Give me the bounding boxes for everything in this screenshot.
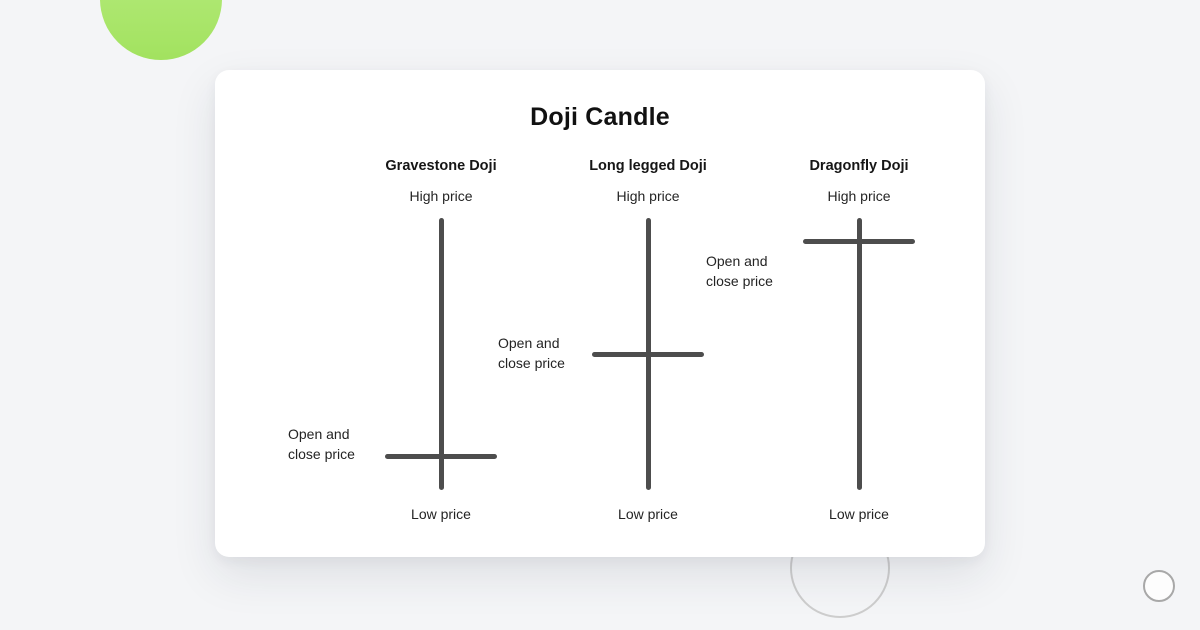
doji-card: Doji Candle Gravestone Doji High price O…: [215, 70, 985, 557]
outline-circle-small: [1143, 570, 1175, 602]
candle-title: Long legged Doji: [589, 158, 707, 174]
open-close-label-line1: Open and: [706, 253, 768, 269]
open-close-bar: [803, 239, 915, 244]
high-price-label: High price: [409, 188, 473, 204]
candle-title: Gravestone Doji: [385, 158, 497, 174]
low-price-label: Low price: [829, 506, 889, 522]
open-close-label-line1: Open and: [498, 335, 560, 351]
open-close-label: Open and close price: [288, 424, 355, 464]
candle-wick: [856, 218, 862, 490]
high-price-label: High price: [827, 188, 891, 204]
open-close-label: Open and close price: [706, 251, 773, 291]
open-close-label-line1: Open and: [288, 426, 350, 442]
high-price-label: High price: [616, 188, 680, 204]
low-price-label: Low price: [411, 506, 471, 522]
open-close-label-line2: close price: [288, 446, 355, 462]
candle-wick: [438, 218, 444, 490]
open-close-label: Open and close price: [498, 333, 565, 373]
open-close-label-line2: close price: [706, 273, 773, 289]
page-title: Doji Candle: [530, 103, 670, 131]
candle-title: Dragonfly Doji: [809, 158, 909, 174]
low-price-label: Low price: [618, 506, 678, 522]
open-close-bar: [592, 352, 704, 357]
green-accent-circle: [100, 0, 222, 60]
open-close-label-line2: close price: [498, 355, 565, 371]
open-close-bar: [385, 454, 497, 459]
